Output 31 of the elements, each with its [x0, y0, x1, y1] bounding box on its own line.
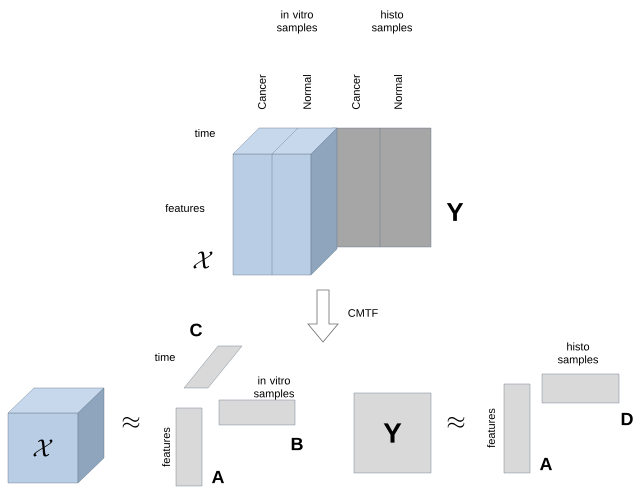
axis-label: features: [487, 408, 496, 448]
method-label: CMTF: [348, 309, 378, 317]
axis-label: features: [165, 204, 204, 212]
group-label: histo samples: [372, 10, 412, 34]
tensor-cube: $\mathcal{X}$: [8, 388, 104, 484]
tensor-block: [232, 128, 338, 276]
column-label: Normal: [302, 75, 312, 109]
axis-label: histo samples: [558, 342, 598, 366]
factor-letter: $\mathbf{A}$: [212, 470, 224, 484]
column-label: Cancer: [258, 74, 266, 110]
factor-letter: $\mathbf{C}$: [190, 324, 202, 336]
factor-bar: [542, 374, 620, 404]
column-label: Cancer: [352, 74, 360, 110]
matrix-symbol: $\mathbf{Y}$: [446, 203, 464, 221]
tensor-symbol: $\mathcal{X}$: [194, 252, 212, 268]
factor-bar: [504, 384, 530, 474]
approx-sign: $\approx$: [448, 417, 464, 428]
matrix-square: $\mathbf{Y}$: [354, 392, 432, 474]
axis-label: time: [194, 128, 215, 138]
factor-letter: $\mathbf{D}$: [622, 412, 633, 426]
factor-bar: [176, 408, 202, 486]
group-label: in vitro samples: [276, 10, 317, 34]
factor-letter: $\mathbf{B}$: [292, 438, 303, 450]
factor-parallelogram: [184, 346, 242, 388]
approx-sign: $\approx$: [122, 417, 140, 428]
factor-letter: $\mathbf{A}$: [540, 458, 552, 470]
axis-label: features: [162, 428, 170, 467]
axis-label: in vitro samples: [254, 376, 294, 400]
factor-bar: [218, 400, 296, 426]
column-label: Normal: [394, 75, 402, 109]
axis-label: time: [154, 352, 175, 362]
